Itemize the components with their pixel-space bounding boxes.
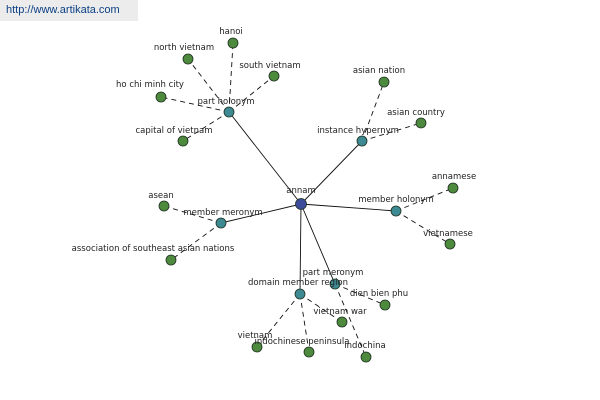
edge-part-holonym-hanoi bbox=[228, 42, 234, 113]
label-annamese: annamese bbox=[432, 172, 476, 182]
edge-instance-hypernym bbox=[300, 140, 363, 205]
label-dien-bien-phu: dien bien phu bbox=[350, 289, 408, 299]
node-part-meronym[interactable] bbox=[329, 278, 341, 290]
edge-member-holonym bbox=[300, 203, 397, 212]
label-domain-member-region: domain member region bbox=[248, 278, 348, 288]
node-ho-chi-minh-city[interactable] bbox=[155, 91, 167, 103]
label-indochina: indochina bbox=[344, 341, 385, 351]
node-north-vietnam[interactable] bbox=[182, 53, 194, 65]
edge-member-holonym-annamese bbox=[395, 187, 454, 212]
label-asian-nation: asian nation bbox=[353, 66, 405, 76]
label-vietnam: vietnam bbox=[238, 331, 273, 341]
site-url[interactable]: http://www.artikata.com bbox=[0, 0, 138, 21]
node-vietnamese[interactable] bbox=[444, 238, 456, 250]
node-vietnam[interactable] bbox=[251, 341, 263, 353]
label-south-vietnam: south vietnam bbox=[239, 61, 300, 71]
edge-member-meronym-asean bbox=[163, 205, 222, 224]
node-asean[interactable] bbox=[158, 200, 170, 212]
label-ho-chi-minh-city: ho chi minh city bbox=[116, 80, 184, 90]
label-part-meronym: part meronym bbox=[303, 268, 364, 278]
node-indochinese-peninsula[interactable] bbox=[303, 346, 315, 358]
edge-part-holonym bbox=[228, 111, 302, 205]
edge-part-meronym bbox=[300, 203, 336, 285]
label-member-meronym: member meronym bbox=[183, 208, 262, 218]
label-association-of-southeast-asian-nations: association of southeast asian nations bbox=[72, 244, 235, 254]
node-indochina[interactable] bbox=[360, 351, 372, 363]
edge-part-holonym-south-vietnam bbox=[228, 75, 275, 113]
edge-instance-hypernym-asian-country bbox=[361, 122, 422, 142]
node-member-meronym[interactable] bbox=[215, 217, 227, 229]
edge-part-holonym-north-vietnam bbox=[187, 58, 230, 113]
label-indochinese-peninsula: indochinese peninsula bbox=[255, 337, 350, 347]
node-hanoi[interactable] bbox=[227, 37, 239, 49]
label-north-vietnam: north vietnam bbox=[154, 43, 214, 53]
label-asian-country: asian country bbox=[387, 108, 445, 118]
edge-part-holonym-ho-chi-minh-city bbox=[160, 96, 230, 113]
label-asean: asean bbox=[148, 191, 173, 201]
label-capital-of-vietnam: capital of vietnam bbox=[136, 126, 213, 136]
node-asian-country[interactable] bbox=[415, 117, 427, 129]
node-vietnam-war[interactable] bbox=[336, 316, 348, 328]
node-dien-bien-phu[interactable] bbox=[379, 299, 391, 311]
edge-instance-hypernym-asian-nation bbox=[361, 81, 385, 142]
node-association-of-southeast-asian-nations[interactable] bbox=[165, 254, 177, 266]
node-annamese[interactable] bbox=[447, 182, 459, 194]
edge-member-meronym bbox=[220, 203, 302, 224]
node-part-holonym[interactable] bbox=[223, 106, 235, 118]
label-instance-hypernym: instance hypernym bbox=[317, 126, 399, 136]
edge-part-meronym-indochina bbox=[334, 283, 367, 358]
node-asian-nation[interactable] bbox=[378, 76, 390, 88]
label-vietnamese: vietnamese bbox=[423, 229, 473, 239]
label-member-holonym: member holonym bbox=[358, 195, 433, 205]
label-vietnam-war: vietnam war bbox=[313, 307, 367, 317]
node-domain-member-region[interactable] bbox=[294, 288, 306, 300]
edge-domain-member-region-vietnam bbox=[256, 293, 301, 348]
label-hanoi: hanoi bbox=[219, 27, 243, 37]
edge-domain-member-region-indochinese-peninsula bbox=[299, 293, 310, 353]
label-part-holonym: part holonym bbox=[198, 97, 255, 107]
node-capital-of-vietnam[interactable] bbox=[177, 135, 189, 147]
node-south-vietnam[interactable] bbox=[268, 70, 280, 82]
node-instance-hypernym[interactable] bbox=[356, 135, 368, 147]
node-annam[interactable] bbox=[295, 198, 307, 210]
label-annam: annam bbox=[286, 186, 315, 196]
edge-domain-member-region bbox=[299, 203, 302, 295]
node-member-holonym[interactable] bbox=[390, 205, 402, 217]
edge-part-meronym-dien-bien-phu bbox=[334, 283, 386, 306]
edge-part-holonym-capital-of-vietnam bbox=[182, 111, 230, 142]
edge-member-holonym-vietnamese bbox=[395, 210, 451, 245]
edge-member-meronym-association-of-southeast-asian-nations bbox=[170, 222, 222, 261]
